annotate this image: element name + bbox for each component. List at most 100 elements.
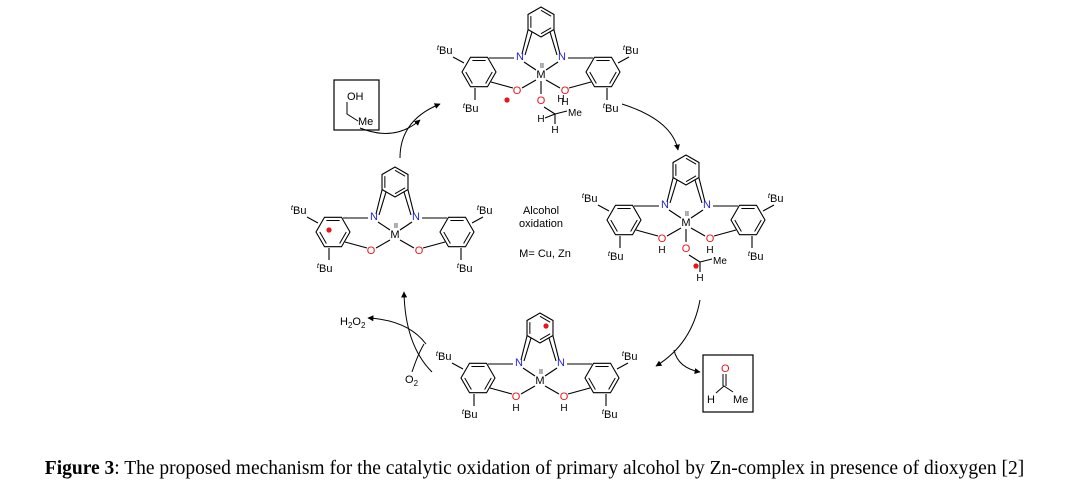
radical-dot (543, 323, 549, 329)
aryl-ring-right-double-bond (463, 231, 471, 244)
acetaldehyde-box (702, 354, 754, 413)
diimine-ring-double-bond (394, 169, 406, 177)
tbu-group: Bu (465, 103, 478, 115)
tbu-prefix: t (457, 261, 460, 270)
tbu-bond (306, 216, 319, 224)
tbu-prefix: t (608, 249, 611, 258)
ethanol-oh: OH (347, 91, 364, 103)
tbu-group: Bu (439, 45, 452, 57)
aryl-ring-left (315, 216, 351, 248)
aryl-ring-right-double-bond (754, 219, 762, 232)
tbu-prefix: t (463, 101, 466, 110)
aryl-ring-left (606, 204, 642, 236)
aryl-ring-left-double-bond (630, 219, 638, 232)
aryl-ring-right-double-bond (589, 71, 597, 84)
imine-bond-right (407, 189, 415, 215)
tbu-group: Bu (479, 205, 492, 217)
acetaldehyde-h: H (707, 394, 715, 406)
radical-dot (504, 97, 510, 103)
phenol-h-left: H (658, 245, 665, 256)
axial-h: H (696, 273, 703, 284)
axial-methyl: Me (568, 108, 582, 119)
diimine-ring (672, 154, 700, 186)
oxygen-left: O (367, 245, 376, 257)
tbu-prefix: t (582, 191, 585, 200)
tbu-prefix: t (291, 203, 294, 212)
tbu-group: Bu (319, 263, 332, 275)
phenol-h-left: H (512, 403, 519, 414)
imine-bond-right-2 (549, 31, 558, 56)
ethanol-me: Me (358, 116, 373, 128)
diimine-ring-double-bond (540, 9, 552, 17)
tbu-bond (617, 56, 630, 64)
aryl-o-left (344, 241, 368, 249)
aryl-ring-left-double-bond (319, 231, 327, 244)
aryl-ring-left-double-bond (485, 71, 493, 84)
metal-center: M (536, 69, 545, 81)
tbu-prefix: t (768, 191, 771, 200)
tbu-prefix: t (603, 101, 606, 110)
oxidation-state: II (540, 63, 544, 70)
tbu-group: Bu (605, 103, 618, 115)
aryl-ring-right-double-bond (608, 377, 616, 390)
diimine-ring (526, 312, 554, 344)
tbu-group: Bu (750, 251, 763, 263)
oxidation-state: II (685, 211, 689, 218)
nitrogen-right: N (412, 211, 420, 223)
o-m-bond-right (399, 239, 415, 249)
o-c-bond (688, 254, 701, 263)
diimine-ring (527, 6, 555, 38)
o-m-bond-left (520, 385, 536, 395)
tbu-group: Bu (770, 193, 783, 205)
aryl-o-left (635, 229, 659, 237)
tbu-bond (452, 56, 465, 64)
aryl-ring-right (439, 216, 475, 248)
tbu-prefix: t (477, 203, 480, 212)
o2-formula: O2 (405, 374, 419, 388)
nitrogen-left: N (516, 51, 524, 63)
phenol-h-right: H (560, 403, 567, 414)
aryl-ring-right-double-bond (588, 377, 596, 390)
imine-bond-left-2 (669, 179, 678, 204)
aryl-ring-right-double-bond (609, 71, 617, 84)
diimine-ring-double-bond (685, 157, 697, 165)
aryl-o-left (489, 387, 513, 395)
imine-bond-left (666, 177, 674, 203)
tbu-group: Bu (459, 263, 472, 275)
tbu-group: Bu (625, 45, 638, 57)
diimine-ring-double-bond (539, 333, 551, 341)
aryl-ring-left-double-bond (484, 377, 492, 390)
nitrogen-right: N (558, 51, 566, 63)
aryl-ring-left-double-bond (465, 71, 473, 84)
imine-bond-right (698, 177, 706, 203)
axial-h2: H (537, 114, 544, 125)
caption-text: : The proposed mechanism for the catalyt… (114, 458, 1025, 479)
o-m-bond-left (521, 79, 537, 89)
nitrogen-left: N (370, 211, 378, 223)
imine-bond-left (520, 335, 528, 361)
imine-bond-left (521, 29, 529, 55)
aryl-ring-right (730, 204, 766, 236)
nitrogen-left: N (515, 357, 523, 369)
arrow-right-to-bottom (655, 299, 701, 367)
aryl-ring-left-double-bond (339, 231, 347, 244)
acetaldehyde-me: Me (733, 394, 748, 406)
aryl-ring-left (460, 362, 496, 394)
aryl-o-right (422, 241, 446, 249)
radical-dot (693, 263, 699, 269)
imine-bond-right-2 (548, 337, 557, 362)
oxygen-right: O (706, 233, 715, 245)
diimine-ring (381, 166, 409, 198)
tbu-group: Bu (584, 193, 597, 205)
